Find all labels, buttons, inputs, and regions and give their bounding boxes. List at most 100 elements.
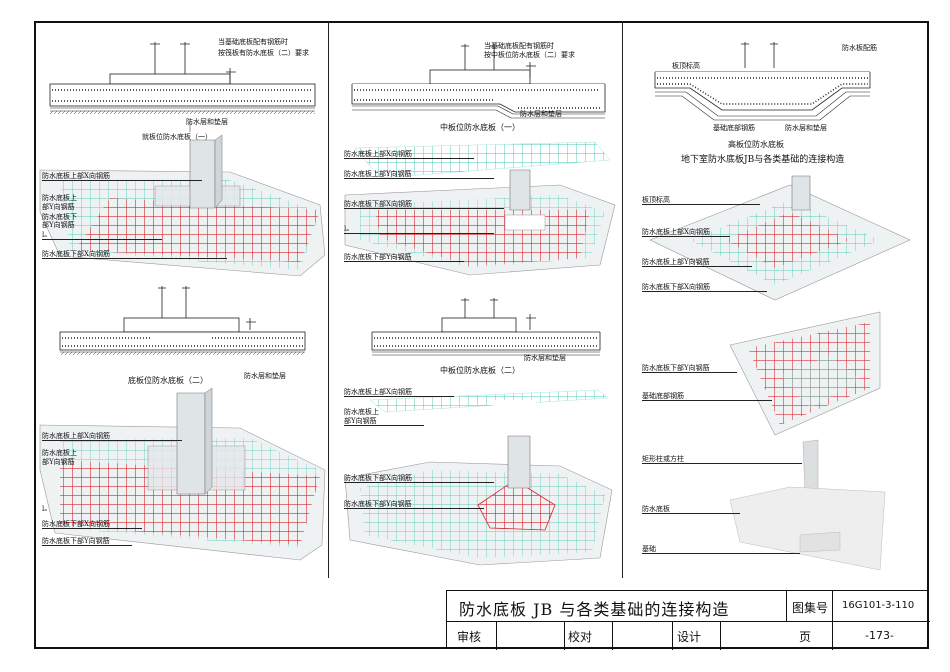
col1-section-1 bbox=[49, 42, 316, 132]
leader-line bbox=[344, 261, 464, 262]
col1-3d-1 bbox=[39, 134, 326, 277]
col3-section-1 bbox=[654, 42, 871, 121]
leader-line bbox=[42, 528, 142, 529]
col1-s2-label-top-y-b: 部Y向钢筋 bbox=[42, 458, 75, 466]
leader-line bbox=[642, 463, 802, 464]
col2-label-bot-y: 防水底板下部Y向钢筋 bbox=[344, 253, 412, 261]
leader-line bbox=[344, 425, 424, 426]
leader-line bbox=[344, 396, 454, 397]
col1-3d-top-label: 就板位防水底板（一） bbox=[142, 133, 212, 141]
col2-caption-1: 中板位防水底板（一） bbox=[440, 123, 520, 132]
col2-s2-label-top-y-a: 防水底板上 bbox=[344, 408, 379, 416]
leader-line bbox=[344, 482, 494, 483]
col1-label-bot-y-a: 防水底板下 bbox=[42, 213, 77, 221]
col1-s2-label-la: lₐ bbox=[42, 505, 47, 513]
col1-label-top-y-a: 防水底板上 bbox=[42, 194, 77, 202]
col2-label-bot-x: 防水底板下部X向钢筋 bbox=[344, 200, 412, 208]
leader-line bbox=[642, 372, 737, 373]
leader-line bbox=[344, 508, 484, 509]
leader-line bbox=[42, 239, 162, 240]
leader-line bbox=[642, 236, 730, 237]
main-title: 地下室防水底板JB与各类基础的连接构造 bbox=[681, 155, 845, 165]
leader-line bbox=[642, 204, 760, 205]
leader-line bbox=[642, 400, 772, 401]
col2-layer-label-1: 防水层和垫层 bbox=[520, 110, 562, 118]
col3-3d-2 bbox=[729, 311, 881, 436]
leader-line bbox=[344, 233, 494, 234]
col3-layer-label: 防水层和垫层 bbox=[785, 124, 827, 132]
col2-caption-2: 中板位防水底板（二） bbox=[440, 366, 520, 375]
page-number: -173- bbox=[865, 629, 894, 642]
col3-3d-1 bbox=[649, 175, 911, 301]
col2-3d-1 bbox=[344, 141, 616, 276]
col2-3d-2 bbox=[344, 389, 613, 566]
col3-top-elevation: 板顶标高 bbox=[672, 62, 700, 70]
leader-line bbox=[344, 208, 504, 209]
col3-label-elevation: 板顶标高 bbox=[642, 196, 670, 204]
col1-label-bot-x: 防水底板下部X向钢筋 bbox=[42, 250, 110, 258]
col3-label-bot-y: 防水底板下部Y向钢筋 bbox=[642, 364, 710, 372]
col2-s2-label-bot-x: 防水底板下部X向钢筋 bbox=[344, 474, 412, 482]
col3-rebar-label: 防水板配筋 bbox=[842, 44, 877, 52]
leader-line bbox=[42, 545, 132, 546]
col1-s2-label-top-x: 防水底板上部X向钢筋 bbox=[42, 432, 110, 440]
leader-line bbox=[42, 180, 202, 181]
col1-label-la: lₐ bbox=[42, 231, 47, 239]
sheet-title: 防水底板 JB 与各类基础的连接构造 bbox=[459, 600, 730, 619]
title-block: 防水底板 JB 与各类基础的连接构造 图集号 16G101-3-110 审核 校… bbox=[446, 590, 930, 650]
col1-note-2: 按筏板有防水底板（二）要求 bbox=[218, 49, 309, 57]
col1-note-1: 当基础底板配有钢筋时 bbox=[218, 38, 288, 46]
col1-layer-label-1: 防水层和垫层 bbox=[186, 118, 228, 126]
leader-line bbox=[642, 513, 740, 514]
col3-label-foundation: 基础 bbox=[642, 545, 656, 553]
col2-note-1: 当基础底板配有钢筋时 bbox=[484, 42, 554, 50]
col1-s2-label-top-y-a: 防水底板上 bbox=[42, 449, 77, 457]
col1-3d-2 bbox=[39, 387, 326, 561]
col3-caption: 高板位防水底板 bbox=[728, 140, 784, 149]
col2-section-2 bbox=[371, 298, 601, 356]
check-label: 校对 bbox=[568, 630, 593, 644]
col2-s2-label-top-y-b: 部Y向钢筋 bbox=[344, 417, 377, 425]
col1-section-2 bbox=[59, 286, 306, 355]
col3-base-rebar: 基础底部钢筋 bbox=[713, 124, 755, 132]
drawing-frame bbox=[34, 21, 929, 649]
leader-line bbox=[42, 258, 227, 259]
col1-s2-label-bot-x: 防水底板下部X向钢筋 bbox=[42, 520, 110, 528]
col3-label-top-x: 防水底板上部X向钢筋 bbox=[642, 228, 710, 236]
col2-s2-label-top-x: 防水底板上部X向钢筋 bbox=[344, 388, 412, 396]
leader-line bbox=[642, 553, 800, 554]
leader-line bbox=[344, 178, 494, 179]
col3-label-base-rebar: 基础底部钢筋 bbox=[642, 392, 684, 400]
review-label: 审核 bbox=[457, 630, 482, 644]
col3-3d-3 bbox=[729, 439, 886, 571]
col2-layer-label-2: 防水层和垫层 bbox=[524, 354, 566, 362]
atlas-number: 16G101-3-110 bbox=[842, 600, 915, 611]
leader-line bbox=[344, 158, 474, 159]
col2-s2-label-bot-y: 防水底板下部Y向钢筋 bbox=[344, 500, 412, 508]
column-divider-2 bbox=[622, 22, 623, 578]
col3-label-column: 矩形柱或方柱 bbox=[642, 455, 684, 463]
col1-label-top-x: 防水底板上部X向钢筋 bbox=[42, 172, 110, 180]
col2-label-la: lₐ bbox=[344, 225, 349, 233]
col1-label-bot-y-b: 部Y向钢筋 bbox=[42, 221, 75, 229]
col2-section-1 bbox=[351, 44, 606, 119]
col3-label-slab: 防水底板 bbox=[642, 505, 670, 513]
col3-label-bot-x: 防水底板下部X向钢筋 bbox=[642, 283, 710, 291]
leader-line bbox=[642, 291, 767, 292]
design-label: 设计 bbox=[677, 630, 702, 644]
col1-s2-label-bot-y: 防水底板下部Y向钢筋 bbox=[42, 537, 110, 545]
page-label: 页 bbox=[799, 630, 812, 644]
column-divider-1 bbox=[328, 22, 329, 578]
col2-label-top-x: 防水底板上部X向钢筋 bbox=[344, 150, 412, 158]
leader-line bbox=[42, 440, 182, 441]
leader-line bbox=[642, 266, 752, 267]
col1-caption-2: 底板位防水底板（二） bbox=[128, 376, 208, 385]
atlas-label: 图集号 bbox=[792, 601, 829, 615]
col2-note-2: 按中板位防水底板（二）要求 bbox=[484, 51, 575, 59]
col2-label-top-y: 防水底板上部Y向钢筋 bbox=[344, 170, 412, 178]
col1-label-top-y-b: 部Y向钢筋 bbox=[42, 203, 75, 211]
col3-label-top-y: 防水底板上部Y向钢筋 bbox=[642, 258, 710, 266]
col1-layer-label-2: 防水层和垫层 bbox=[244, 372, 286, 380]
